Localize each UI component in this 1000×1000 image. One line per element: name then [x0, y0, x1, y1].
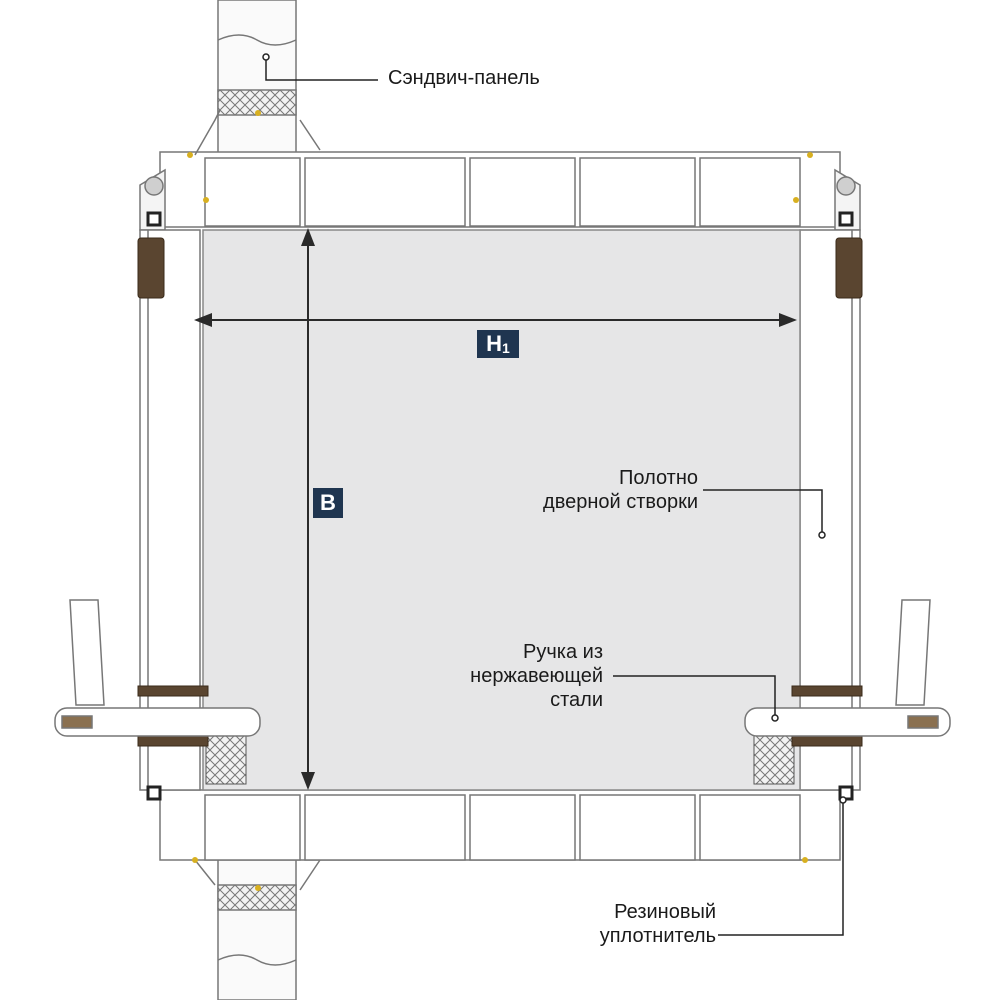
leader-dots: [262, 53, 847, 804]
accent-points: [187, 110, 813, 891]
handles: [54, 599, 951, 737]
top-frame: [139, 109, 861, 231]
leader-seal: [718, 800, 844, 936]
dimension-h1-letter: H: [486, 331, 503, 356]
label-rubber-seal: Резиновый уплотнитель: [599, 901, 716, 947]
leader-door-leaf: [703, 489, 823, 535]
label-door-leaf: Полотно дверной створки: [543, 467, 698, 513]
leader-handle: [613, 675, 776, 718]
sandwich-panel: [217, 0, 297, 1000]
leader-sandwich-panel: [265, 57, 378, 81]
dimension-h1-subscript: 1: [502, 340, 510, 356]
label-sandwich-panel: Сэндвич-панель: [388, 67, 540, 89]
dimension-b-badge: B: [313, 488, 343, 518]
dimension-b-letter: B: [320, 490, 336, 515]
dimension-b-arrow: [301, 228, 315, 790]
leader-lines: [265, 57, 844, 936]
side-frames: [139, 229, 861, 791]
bottom-frame: [159, 789, 841, 891]
label-handle: Ручка из нержавеющей стали: [470, 641, 603, 711]
door-leaf: [202, 229, 801, 791]
rubber-seal-squares: [146, 211, 854, 801]
dimension-h1-arrow: [194, 313, 797, 327]
